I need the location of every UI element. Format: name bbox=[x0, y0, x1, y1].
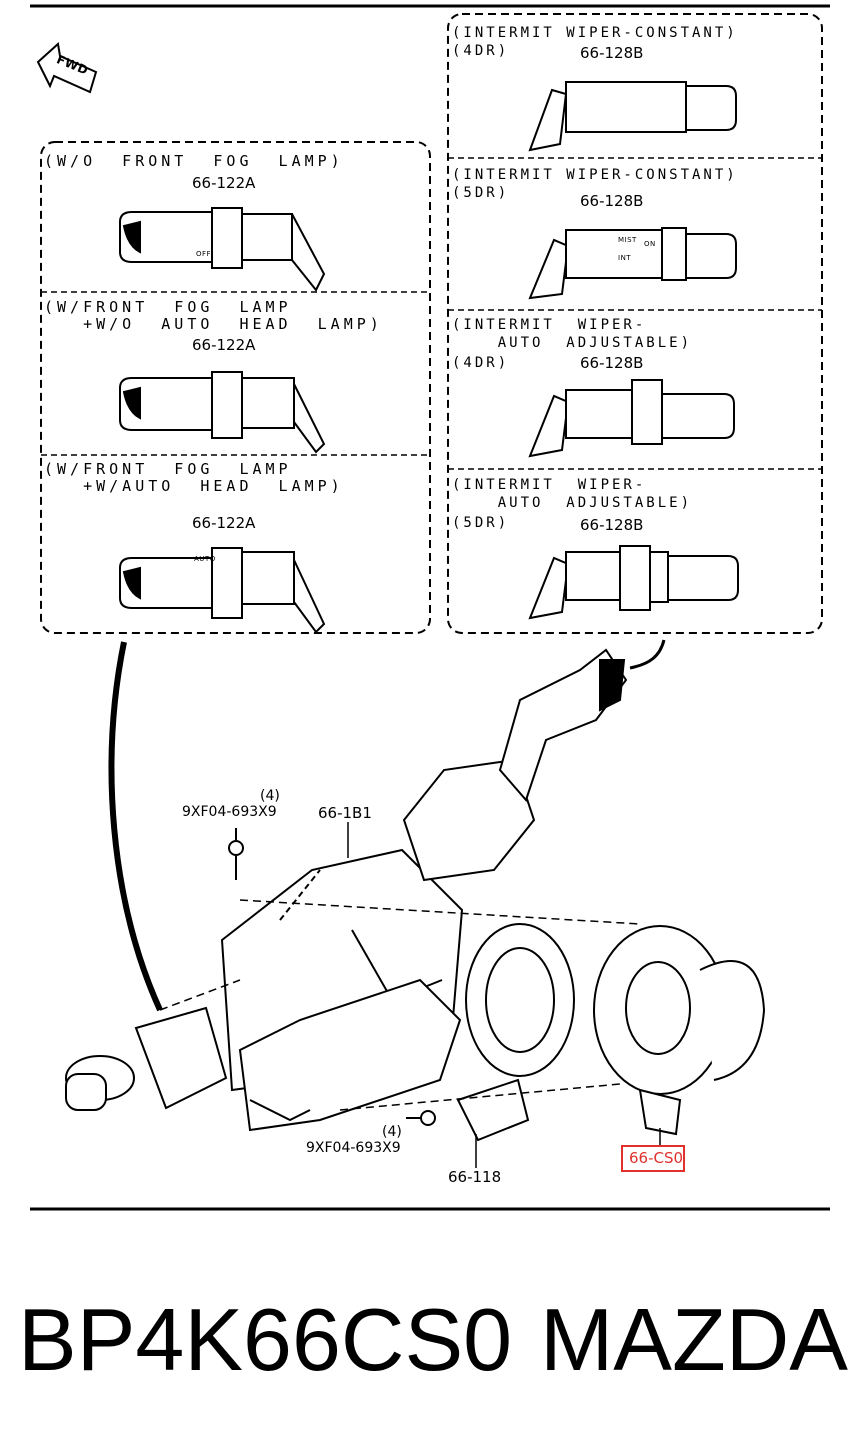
right-panel-3-part: 66-128B bbox=[580, 354, 644, 372]
screw-bottom-icon bbox=[406, 1110, 436, 1126]
wiper-switch-drawing-3 bbox=[528, 379, 735, 458]
light-switch-drawing-2 bbox=[119, 371, 326, 454]
left-panel-2-caption: (W/FRONT FOG LAMP bbox=[44, 298, 292, 316]
left-panel-2-caption-2: +W/O AUTO HEAD LAMP) bbox=[44, 315, 383, 333]
leader-right bbox=[629, 639, 666, 670]
marking-on: ON bbox=[644, 240, 656, 248]
light-switch-drawing-1 bbox=[119, 207, 326, 292]
left-panel-3-caption: (W/FRONT FOG LAMP bbox=[44, 460, 292, 478]
left-panel-1-part: 66-122A bbox=[192, 174, 256, 192]
right-panel-2-caption-2: (5DR) bbox=[452, 185, 510, 201]
right-panel-3-caption-3: (4DR) bbox=[452, 355, 510, 371]
right-panel-2-part: 66-128B bbox=[580, 192, 644, 210]
wiper-switch-drawing-1 bbox=[528, 81, 737, 152]
right-panel-1-caption-2: (4DR) bbox=[452, 43, 510, 59]
left-panel-1-caption: (W/O FRONT FOG LAMP) bbox=[44, 152, 344, 170]
marking-off: OFF bbox=[196, 250, 212, 258]
marking-mist: MIST bbox=[618, 236, 637, 244]
screw-top-part: 9XF04-693X9 bbox=[182, 804, 277, 820]
screw-top-icon bbox=[228, 828, 244, 880]
marking-int: INT bbox=[618, 254, 632, 262]
leader-left bbox=[108, 641, 163, 1012]
screw-bottom-qty: (4) bbox=[382, 1124, 402, 1140]
screw-bottom-part: 9XF04-693X9 bbox=[306, 1140, 401, 1156]
right-panel-4-caption-2: AUTO ADJUSTABLE) bbox=[452, 495, 693, 511]
ring-bracket-drawing bbox=[456, 923, 575, 1142]
right-panel-3-caption-2: AUTO ADJUSTABLE) bbox=[452, 335, 693, 351]
right-panel-3-caption: (INTERMIT WIPER- bbox=[452, 317, 647, 333]
wiper-switch-drawing-4 bbox=[528, 545, 739, 620]
right-panel-4-caption: (INTERMIT WIPER- bbox=[452, 477, 647, 493]
right-panel-1-part: 66-128B bbox=[580, 44, 644, 62]
left-panel-3-caption-2: +W/AUTO HEAD LAMP) bbox=[44, 477, 344, 495]
footer-brand: MAZDA bbox=[540, 1290, 848, 1389]
left-panel-3-part: 66-122A bbox=[192, 514, 256, 532]
fwd-arrow-icon bbox=[36, 42, 98, 94]
right-panel-4-caption-3: (5DR) bbox=[452, 515, 510, 531]
right-panel-4-part: 66-128B bbox=[580, 516, 644, 534]
footer-part-code: BP4K66CS0 bbox=[18, 1290, 513, 1389]
wiper-switch-drawing-2 bbox=[528, 227, 737, 300]
wiper-switch-assembled-drawing bbox=[402, 648, 628, 882]
clock-spring-part: 66-CS0 bbox=[629, 1149, 684, 1167]
left-panel-frame bbox=[40, 141, 431, 634]
right-panel-1-caption: (INTERMIT WIPER-CONSTANT) bbox=[452, 25, 738, 41]
column-cover-lower-drawing bbox=[238, 978, 462, 1132]
right-panel-2-caption: (INTERMIT WIPER-CONSTANT) bbox=[452, 167, 738, 183]
light-switch-drawing-3 bbox=[119, 547, 326, 634]
alignment-lines bbox=[159, 899, 641, 1111]
marking-auto: AUTO bbox=[194, 555, 216, 563]
screw-top-qty: (4) bbox=[260, 788, 280, 804]
light-switch-assembled-drawing bbox=[65, 1006, 228, 1111]
right-panel-frame bbox=[447, 13, 823, 634]
cover-lower-part: 66-118 bbox=[448, 1168, 502, 1186]
cover-upper-part: 66-1B1 bbox=[318, 804, 372, 822]
clock-spring-drawing bbox=[593, 925, 766, 1136]
left-panel-2-part: 66-122A bbox=[192, 336, 256, 354]
clock-spring-highlight-box bbox=[621, 1145, 685, 1172]
